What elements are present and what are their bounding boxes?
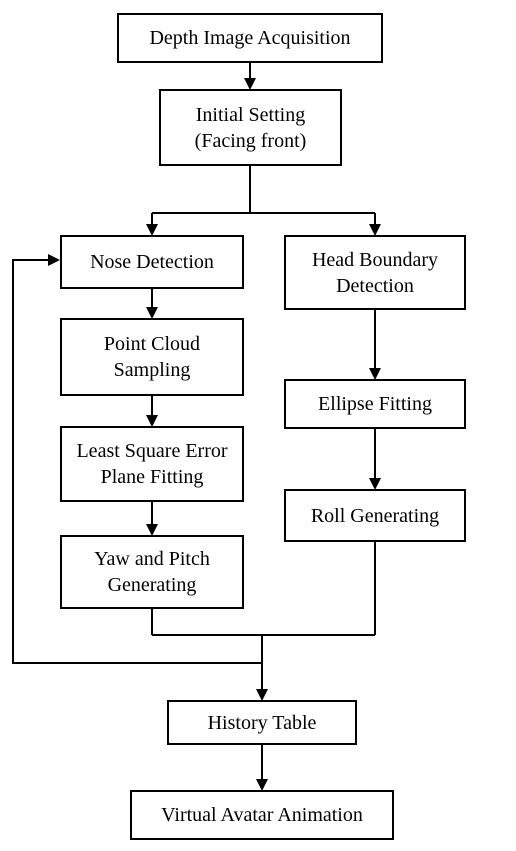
node-nose-detection: Nose Detection (60, 235, 244, 289)
node-head-boundary-detection: Head Boundary Detection (284, 235, 466, 310)
node-virtual-avatar-animation: Virtual Avatar Animation (130, 790, 394, 840)
node-history-table: History Table (167, 700, 357, 745)
node-initial-setting: Initial Setting (Facing front) (159, 89, 342, 166)
node-least-square-error-plane-fitting: Least Square Error Plane Fitting (60, 426, 244, 502)
line-feedback-loop (12, 254, 262, 664)
node-roll-generating: Roll Generating (284, 489, 466, 542)
node-point-cloud-sampling: Point Cloud Sampling (60, 318, 244, 396)
node-depth-image-acquisition: Depth Image Acquisition (117, 13, 383, 63)
node-ellipse-fitting: Ellipse Fitting (284, 379, 466, 429)
node-yaw-and-pitch-generating: Yaw and Pitch Generating (60, 535, 244, 609)
